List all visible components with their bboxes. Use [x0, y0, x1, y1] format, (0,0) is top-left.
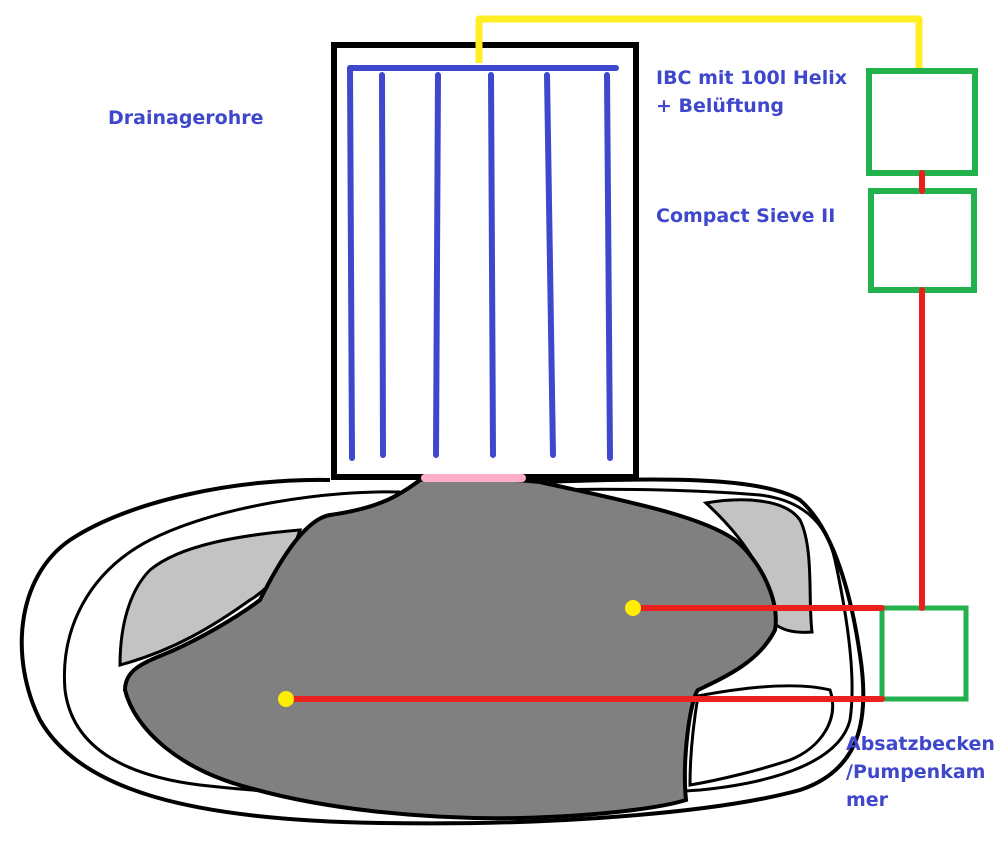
shallow-zone-bottom-right	[688, 684, 835, 787]
drainage-pipes	[347, 65, 619, 461]
drain-pipe-3	[433, 72, 441, 458]
ibc-box	[866, 68, 978, 176]
intake-point-lower	[278, 691, 294, 707]
pump-chamber-label-line-1: Absatzbecken	[846, 733, 995, 755]
pump-chamber-label-line-3: mer	[846, 789, 889, 811]
sieve-label: Compact Sieve II	[656, 202, 835, 230]
drainage-label: Drainagerohre	[108, 104, 264, 132]
pump-chamber-label: Absatzbecken /Pumpenkam mer	[846, 730, 995, 814]
ibc-label-line-2: + Belüftung	[656, 95, 784, 117]
drain-pipe-1	[347, 65, 355, 461]
pump-pipes	[284, 170, 925, 702]
sieve-box	[868, 188, 977, 293]
drain-pipe-4	[488, 72, 496, 458]
drain-pipe-2	[379, 72, 386, 458]
return-pipe	[475, 15, 923, 72]
drain-pipe-6	[604, 72, 613, 461]
drain-pipe-5	[544, 72, 556, 458]
pump-chamber-label-line-2: /Pumpenkam	[846, 761, 986, 783]
intake-point-upper	[625, 600, 641, 616]
pond-water	[122, 475, 778, 821]
ibc-label-line-1: IBC mit 100l Helix	[656, 67, 847, 89]
pump-chamber-box	[879, 605, 969, 702]
ibc-label: IBC mit 100l Helix + Belüftung	[656, 64, 847, 120]
sieve-label-text: Compact Sieve II	[656, 205, 836, 227]
drainage-label-text: Drainagerohre	[108, 107, 264, 129]
